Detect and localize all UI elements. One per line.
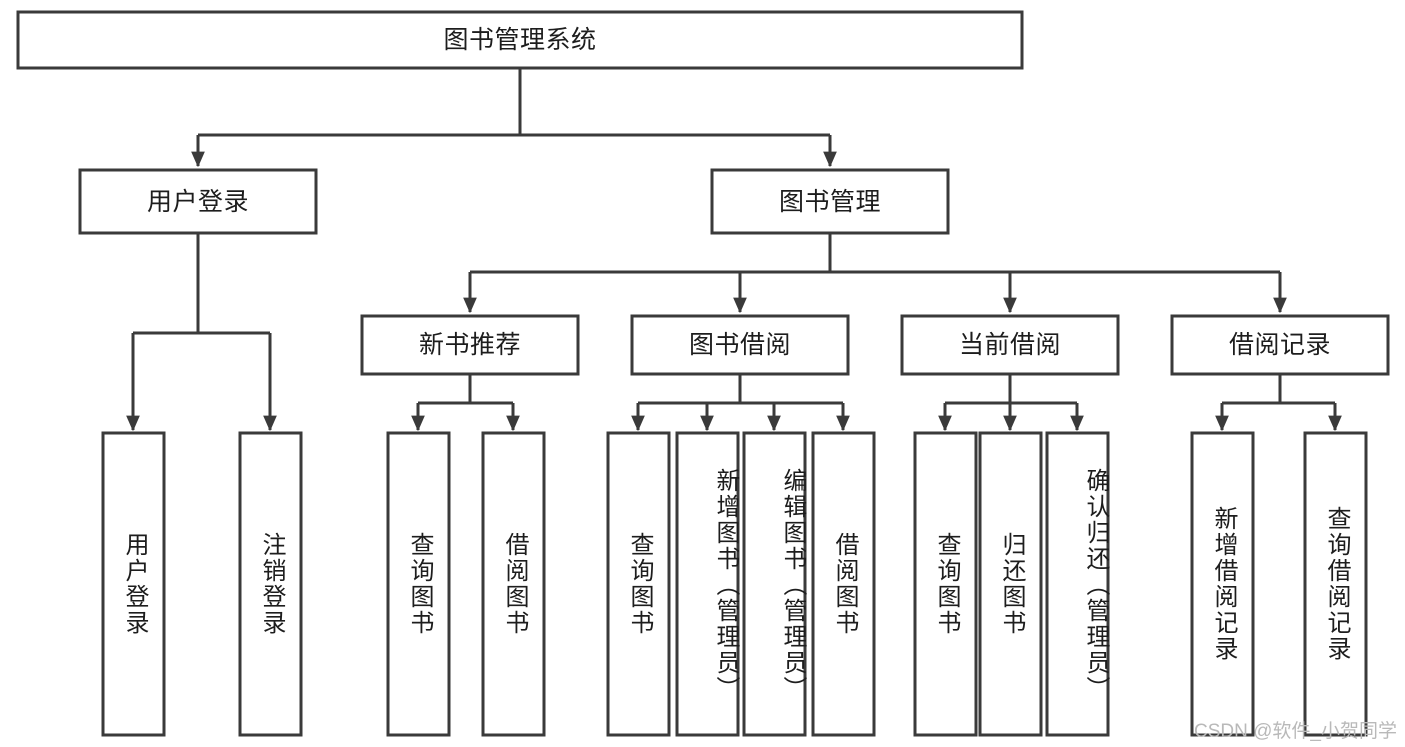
node-box-leaf-cb-3[interactable]: [1045, 431, 1110, 737]
node-box-leaf-br-1[interactable]: [1190, 431, 1255, 737]
node-box-leaf-br-2[interactable]: [1303, 431, 1368, 737]
node-box-borrow-record[interactable]: [1170, 314, 1390, 376]
node-box-book-borrow[interactable]: [630, 314, 850, 376]
node-box-leaf-nbr-1[interactable]: [386, 431, 451, 737]
node-box-leaf-user-login-2[interactable]: [238, 431, 303, 737]
node-box-leaf-user-login-1[interactable]: [101, 431, 166, 737]
node-box-leaf-nbr-2[interactable]: [481, 431, 546, 737]
node-box-leaf-cb-2[interactable]: [978, 431, 1043, 737]
node-box-user-login[interactable]: [78, 168, 318, 235]
node-box-leaf-cb-1[interactable]: [913, 431, 978, 737]
node-box-leaf-bb-1[interactable]: [606, 431, 671, 737]
node-box-leaf-bb-4[interactable]: [811, 431, 876, 737]
node-box-current-borrow[interactable]: [900, 314, 1120, 376]
node-box-root[interactable]: [16, 10, 1024, 70]
node-box-new-book-recommend[interactable]: [360, 314, 580, 376]
node-box-leaf-bb-2[interactable]: [675, 431, 740, 737]
node-box-leaf-bb-3[interactable]: [742, 431, 807, 737]
node-box-book-manage[interactable]: [710, 168, 950, 235]
